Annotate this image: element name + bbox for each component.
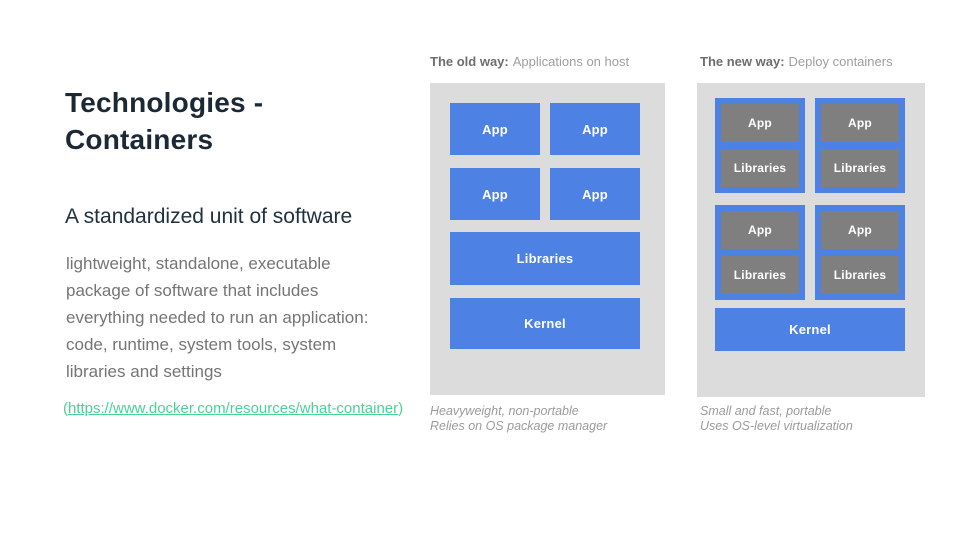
old-way-caption-line2: Relies on OS package manager [430,419,608,433]
old-way-caption: Heavyweight, non-portable Relies on OS p… [430,404,607,434]
old-way-app-box: App [550,168,640,220]
old-way-header: The old way:Applications on host [430,54,629,69]
old-way-kernel-box: Kernel [450,298,640,349]
docker-resource-link[interactable]: https://www.docker.com/resources/what-co… [68,400,399,417]
old-way-header-bold: The old way: [430,54,509,69]
container-app-box: App [721,104,799,142]
new-way-caption-line1: Small and fast, portable [700,404,832,418]
body-paragraph: lightweight, standalone, executable pack… [66,254,369,381]
container-app-box: App [821,211,899,249]
new-way-header-rest: Deploy containers [788,54,893,69]
new-way-header: The new way:Deploy containers [700,54,893,69]
source-open-paren: ( [63,400,68,417]
container-box: App Libraries [715,98,805,193]
old-way-host-panel: App App App App Libraries Kernel [430,83,665,395]
container-box: App Libraries [815,205,905,300]
old-way-libraries-box: Libraries [450,232,640,285]
new-way-caption-line2: Uses OS-level virtualization [700,419,853,433]
new-way-header-bold: The new way: [700,54,785,69]
old-way-app-box: App [450,168,540,220]
old-way-caption-line1: Heavyweight, non-portable [430,404,579,418]
old-way-header-rest: Applications on host [512,54,630,69]
old-way-app-box: App [450,103,540,155]
container-libraries-box: Libraries [721,149,799,187]
container-box: App Libraries [715,205,805,300]
source-line: (https://www.docker.com/resources/what-c… [63,400,423,418]
container-libraries-box: Libraries [821,149,899,187]
slide-subtitle: A standardized unit of software [65,205,353,228]
container-libraries-box: Libraries [721,256,799,294]
source-close-paren: ) [398,400,404,417]
page-title: Technologies - Containers [65,87,264,156]
new-way-containers-panel: App Libraries App Libraries App Librarie… [697,83,925,397]
container-app-box: App [821,104,899,142]
new-way-caption: Small and fast, portable Uses OS-level v… [700,404,853,434]
container-box: App Libraries [815,98,905,193]
old-way-app-box: App [550,103,640,155]
new-way-kernel-box: Kernel [715,308,905,351]
container-app-box: App [721,211,799,249]
container-libraries-box: Libraries [821,256,899,294]
